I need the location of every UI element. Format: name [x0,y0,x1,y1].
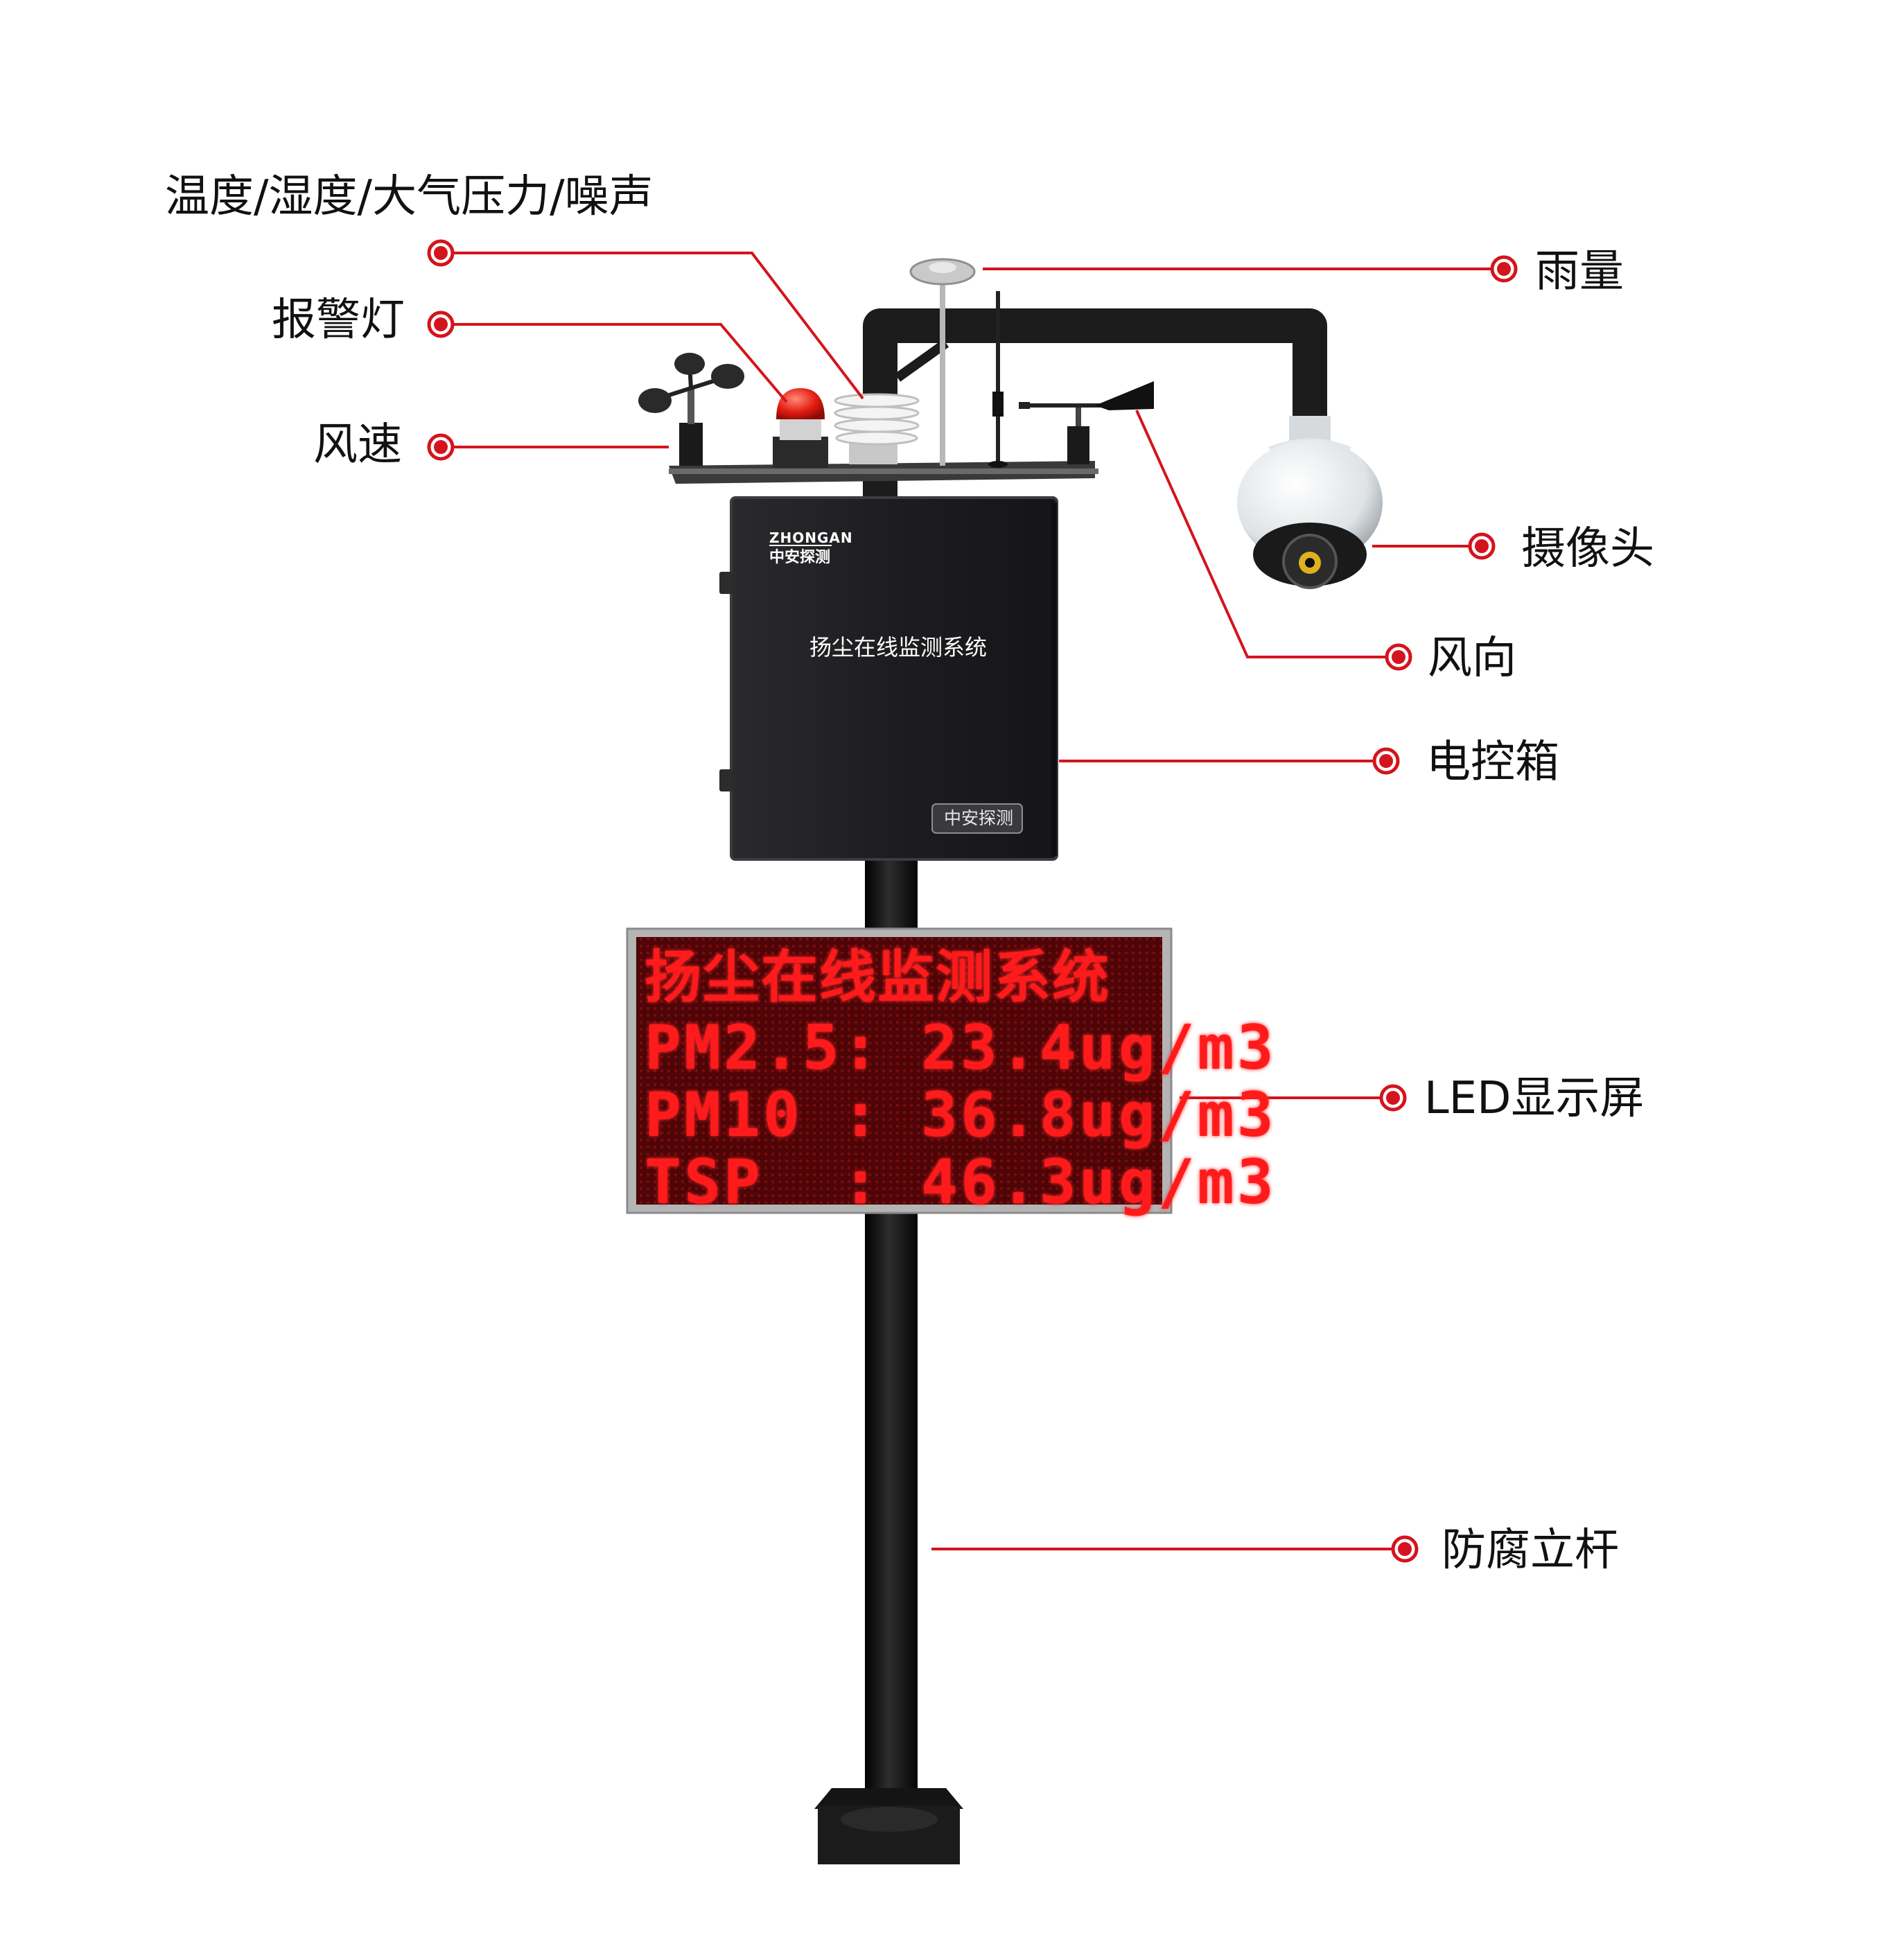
leader-temp-humidity [441,252,864,400]
label-rainfall: 雨量 [1535,246,1624,297]
cabinet-brand-en: ZHONGAN [769,530,853,546]
marker-temp-humidity [427,239,455,267]
label-temp-humidity-pressure-noise: 温度/湿度/大气压力/噪声 [165,171,654,222]
louvered-sensor-shield [834,393,920,464]
label-alarm-light: 报警灯 [272,295,405,346]
led-row-pm10: PM10 : 36.8ug/m3 [645,1079,1277,1150]
leader-wind-direction [1135,410,1399,658]
wind-vane [1019,381,1154,464]
led-row-tsp: TSP : 46.3ug/m3 [645,1146,1277,1218]
dome-camera [1237,416,1383,589]
label-camera: 摄像头 [1521,523,1654,575]
marker-rainfall [1490,255,1518,283]
label-wind-speed: 风速 [313,419,402,471]
marker-wind-speed [427,433,455,461]
rain-gauge [909,258,976,466]
label-control-box: 电控箱 [1426,737,1559,788]
marker-camera [1468,532,1496,560]
cabinet-badge: 中安探测 [944,808,1014,828]
marker-wind-direction [1385,643,1412,671]
cabinet-brand-cn: 中安探测 [769,549,831,566]
anemometer [638,353,744,466]
led-screen-frame [626,927,1173,1214]
label-wind-direction: 风向 [1428,633,1516,684]
marker-alarm-light [427,310,455,338]
marker-control-box [1372,747,1400,775]
alarm-lamp [773,388,828,468]
cabinet-title: 扬尘在线监测系统 [809,634,988,660]
leader-alarm-light [441,323,788,403]
callout-markers [427,239,1518,1563]
control-cabinet [719,496,1058,861]
label-led-screen: LED显示屏 [1424,1073,1645,1124]
marker-pole [1391,1535,1419,1563]
antenna [988,291,1008,468]
led-row-pm25: PM2.5: 23.4ug/m3 [645,1012,1277,1083]
marker-led-screen [1379,1084,1407,1112]
label-pole: 防腐立杆 [1442,1525,1619,1576]
led-row-title: 扬尘在线监测系统 [645,945,1111,1010]
callout-lines [441,252,1504,1550]
pole-base [814,1788,963,1864]
